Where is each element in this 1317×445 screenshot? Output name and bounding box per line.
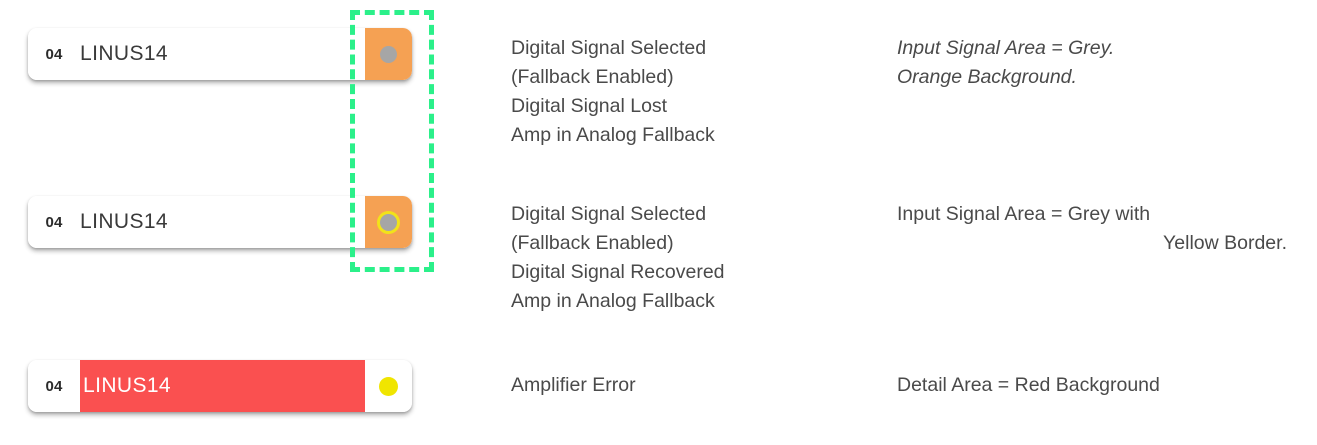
signal-status-dot-icon	[379, 376, 398, 396]
input-signal-area[interactable]	[365, 28, 412, 80]
note-line: Input Signal Area = Grey.	[897, 37, 1115, 59]
card-name-label: LINUS14	[80, 196, 365, 248]
card-name-label: LINUS14	[80, 28, 365, 80]
card-detail-area: LINUS14	[80, 360, 365, 412]
note-text-row-1: Input Signal Area = Grey. Orange Backgro…	[897, 34, 1287, 92]
card-index-label: 04	[28, 196, 80, 248]
note-line: Orange Background.	[897, 66, 1077, 88]
card-name-text: LINUS14	[83, 374, 172, 397]
description-text-row-3: Amplifier Error	[511, 374, 636, 396]
amplifier-card-digital-signal-lost[interactable]: 04 LINUS14	[28, 28, 412, 80]
amplifier-card-amplifier-error[interactable]: 04 LINUS14	[28, 360, 412, 412]
card-name-text: LINUS14	[80, 42, 169, 65]
note-line: Yellow Border.	[1163, 232, 1287, 254]
note-line: Input Signal Area = Grey with	[897, 203, 1151, 225]
card-name-text: LINUS14	[80, 210, 169, 233]
amplifier-card-digital-signal-recovered[interactable]: 04 LINUS14	[28, 196, 412, 248]
note-text-row-3: Detail Area = Red Background	[897, 371, 1287, 400]
input-signal-area[interactable]	[365, 360, 412, 412]
card-index-label: 04	[28, 360, 80, 412]
description-text-row-2: Digital Signal Selected (Fallback Enable…	[511, 203, 725, 312]
signal-status-dot-icon	[377, 210, 400, 234]
description-text-row-1: Digital Signal Selected (Fallback Enable…	[511, 37, 715, 146]
signal-status-dot-icon	[380, 45, 397, 63]
input-signal-area[interactable]	[365, 196, 412, 248]
card-index-label: 04	[28, 28, 80, 80]
note-text-row-2: Input Signal Area = Grey with Yellow Bor…	[897, 200, 1287, 258]
note-line: Detail Area = Red Background	[897, 374, 1160, 396]
